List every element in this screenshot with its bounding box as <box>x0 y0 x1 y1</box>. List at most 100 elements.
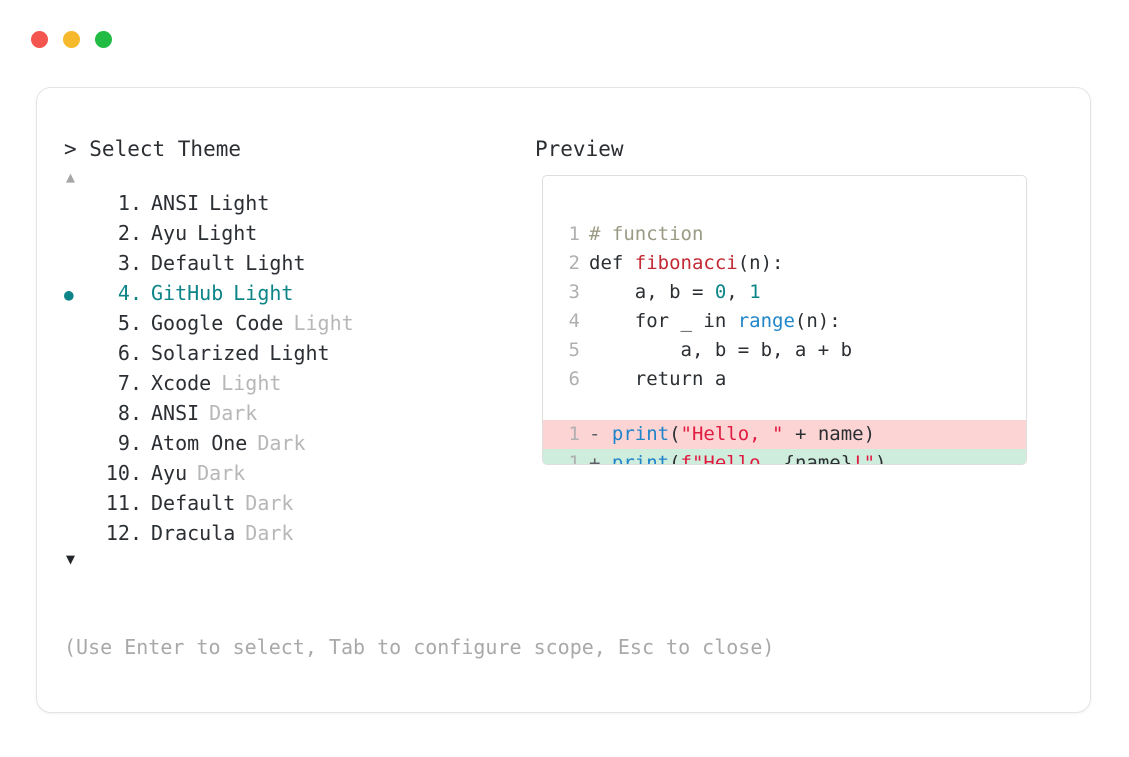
selected-bullet-icon: ● <box>64 220 90 250</box>
scroll-down-icon[interactable]: ▼ <box>66 550 76 568</box>
line-number: 1 <box>568 223 580 245</box>
code-token: for _ in <box>589 310 738 332</box>
theme-index: 1. <box>117 191 142 215</box>
theme-variant-badge: Light <box>293 311 354 335</box>
code-line: 5 a, b = b, a + b <box>543 336 1026 365</box>
theme-index: 11. <box>105 491 142 515</box>
theme-list-item[interactable]: ● 11. Default Dark <box>64 488 504 518</box>
maximize-button[interactable] <box>95 31 112 48</box>
theme-index: 6. <box>117 341 142 365</box>
diff-line: 1- print("Hello, " + name) <box>543 420 1026 449</box>
code-token: a, b = b, a + b <box>589 339 853 361</box>
code-text: for _ in range(n): <box>589 307 841 336</box>
theme-list: ●1.ANSILight●2.AyuLight●3.DefaultLight●4… <box>64 188 504 548</box>
code-token: !" <box>852 452 876 465</box>
line-number: 1 <box>568 423 580 445</box>
code-text: a, b = b, a + b <box>589 336 853 365</box>
theme-variant-badge: Light <box>269 341 330 365</box>
selected-bullet-icon: ● <box>64 460 90 490</box>
line-number: 2 <box>568 252 580 274</box>
code-text: print("Hello, " + name) <box>612 420 875 449</box>
scroll-up-icon[interactable]: ▲ <box>66 168 76 186</box>
theme-name: Atom One <box>151 431 248 455</box>
code-text: a, b = 0, 1 <box>589 278 761 307</box>
window-controls <box>31 31 112 48</box>
code-text: return a <box>589 365 727 394</box>
theme-name: ANSI <box>151 191 200 215</box>
selected-bullet-icon: ● <box>64 250 90 280</box>
page-title: > Select Theme <box>64 137 242 161</box>
theme-name: Default <box>151 491 236 515</box>
code-token: {name} <box>783 452 853 465</box>
theme-name: Dracula <box>151 521 236 545</box>
theme-name: Solarized <box>151 341 260 365</box>
theme-variant-badge: Dark <box>245 491 294 515</box>
theme-variant-badge: Dark <box>197 461 246 485</box>
code-token: (n): <box>794 310 841 332</box>
theme-list-item[interactable]: ● 6. Solarized Light <box>64 338 504 368</box>
minimize-button[interactable] <box>63 31 80 48</box>
theme-variant-badge: Dark <box>257 431 306 455</box>
theme-list-item[interactable]: ● 1. ANSI Light <box>64 188 504 218</box>
diff-sign: + <box>589 452 612 465</box>
code-token: print <box>611 452 670 465</box>
line-number: 1 <box>568 452 580 465</box>
selected-bullet-icon: ● <box>64 285 74 304</box>
code-spacer <box>543 394 1026 420</box>
line-number: 3 <box>568 281 580 303</box>
window-titlebar <box>0 0 1129 78</box>
code-token: range <box>737 310 795 332</box>
code-token: f"Hello, <box>680 452 784 465</box>
theme-list-column: ▲ ●1.ANSILight●2.AyuLight●3.DefaultLight… <box>64 166 504 570</box>
diff-line: 1 + print(f"Hello, {name}!") <box>543 449 1026 465</box>
theme-index: 9. <box>117 431 142 455</box>
theme-name: Default <box>151 251 236 275</box>
code-token: a, b = <box>589 281 715 303</box>
theme-name: Ayu <box>151 461 188 485</box>
theme-list-item[interactable]: ● 9. Atom One Dark <box>64 428 504 458</box>
code-token: + name) <box>783 423 876 445</box>
selected-bullet-icon: ● <box>64 430 90 460</box>
keyboard-hint: (Use Enter to select, Tab to configure s… <box>64 635 775 659</box>
line-number: 4 <box>568 310 580 332</box>
theme-variant-badge: Light <box>245 251 306 275</box>
code-token: print <box>611 423 670 445</box>
theme-picker-card: > Select Theme Preview ▲ ●1.ANSILight●2.… <box>36 87 1091 713</box>
code-text: print(f"Hello, {name}!") <box>611 449 887 465</box>
theme-variant-badge: Dark <box>209 401 258 425</box>
close-button[interactable] <box>31 31 48 48</box>
code-token: 1 <box>749 281 761 303</box>
theme-index: 12. <box>105 521 142 545</box>
theme-name: ANSI <box>151 401 200 425</box>
code-token: , <box>726 281 750 303</box>
theme-index: 4. <box>117 281 142 305</box>
code-token: def <box>589 252 635 274</box>
theme-name: GitHub <box>151 281 224 305</box>
selected-bullet-icon: ● <box>64 520 90 550</box>
code-line: 1# function <box>543 220 1026 249</box>
theme-variant-badge: Light <box>233 281 294 305</box>
code-token: ( <box>669 423 681 445</box>
theme-variant-badge: Light <box>209 191 270 215</box>
code-token: ( <box>669 452 681 465</box>
theme-list-item[interactable]: ● 4. GitHub Light <box>64 278 504 308</box>
selected-bullet-icon: ● <box>64 190 90 220</box>
code-token: (n): <box>737 252 784 274</box>
selected-bullet-icon: ● <box>64 310 90 340</box>
selected-bullet-icon: ● <box>64 490 90 520</box>
theme-name: Ayu <box>151 221 188 245</box>
selected-bullet-icon: ● <box>64 400 90 430</box>
theme-index: 2. <box>117 221 142 245</box>
theme-index: 5. <box>117 311 142 335</box>
code-text: def fibonacci(n): <box>589 249 783 278</box>
code-token: fibonacci <box>634 252 738 274</box>
theme-name: Xcode <box>151 371 212 395</box>
selected-bullet-icon: ● <box>64 340 90 370</box>
